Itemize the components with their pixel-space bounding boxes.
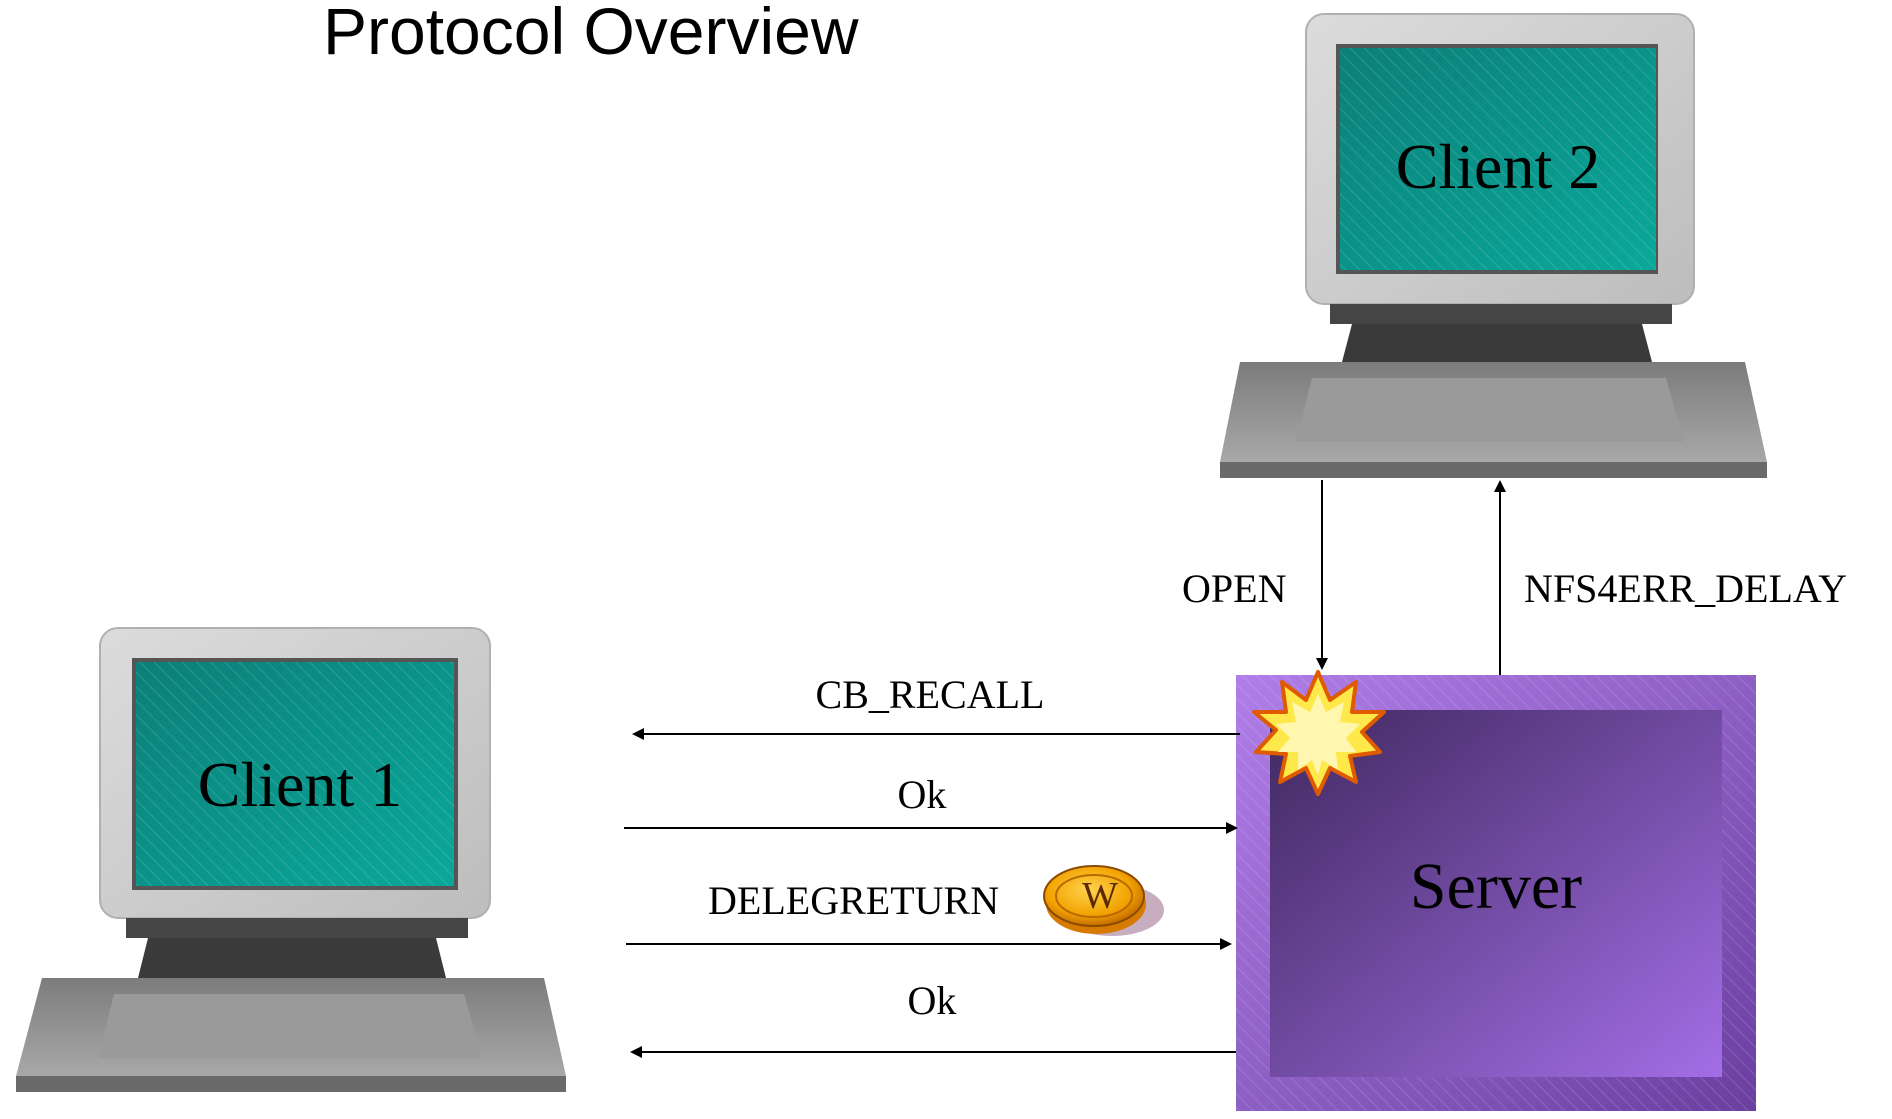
client1-stand-neck xyxy=(126,918,468,938)
coin-letter: W xyxy=(1082,875,1118,917)
open-label: OPEN xyxy=(1182,566,1286,611)
client2-stand-neck xyxy=(1330,304,1672,324)
delegreturn-label: DELEGRETURN xyxy=(708,878,999,923)
client2-stand xyxy=(1342,324,1652,362)
page-title: Protocol Overview xyxy=(323,0,859,68)
client1-label: Client 1 xyxy=(198,749,402,820)
coin-icon: W xyxy=(1043,865,1164,936)
ok-2-label: Ok xyxy=(908,978,957,1023)
ok-1-label: Ok xyxy=(898,772,947,817)
cb-recall-label: CB_RECALL xyxy=(816,672,1045,717)
starburst-icon xyxy=(1252,670,1386,796)
client2-label: Client 2 xyxy=(1396,131,1600,202)
client1-stand xyxy=(138,938,446,978)
client1-computer: Client 1 xyxy=(16,627,566,1092)
nfs4err-delay-label: NFS4ERR_DELAY xyxy=(1524,566,1847,611)
client2-computer: Client 2 xyxy=(1220,13,1767,478)
server-label: Server xyxy=(1410,850,1582,923)
